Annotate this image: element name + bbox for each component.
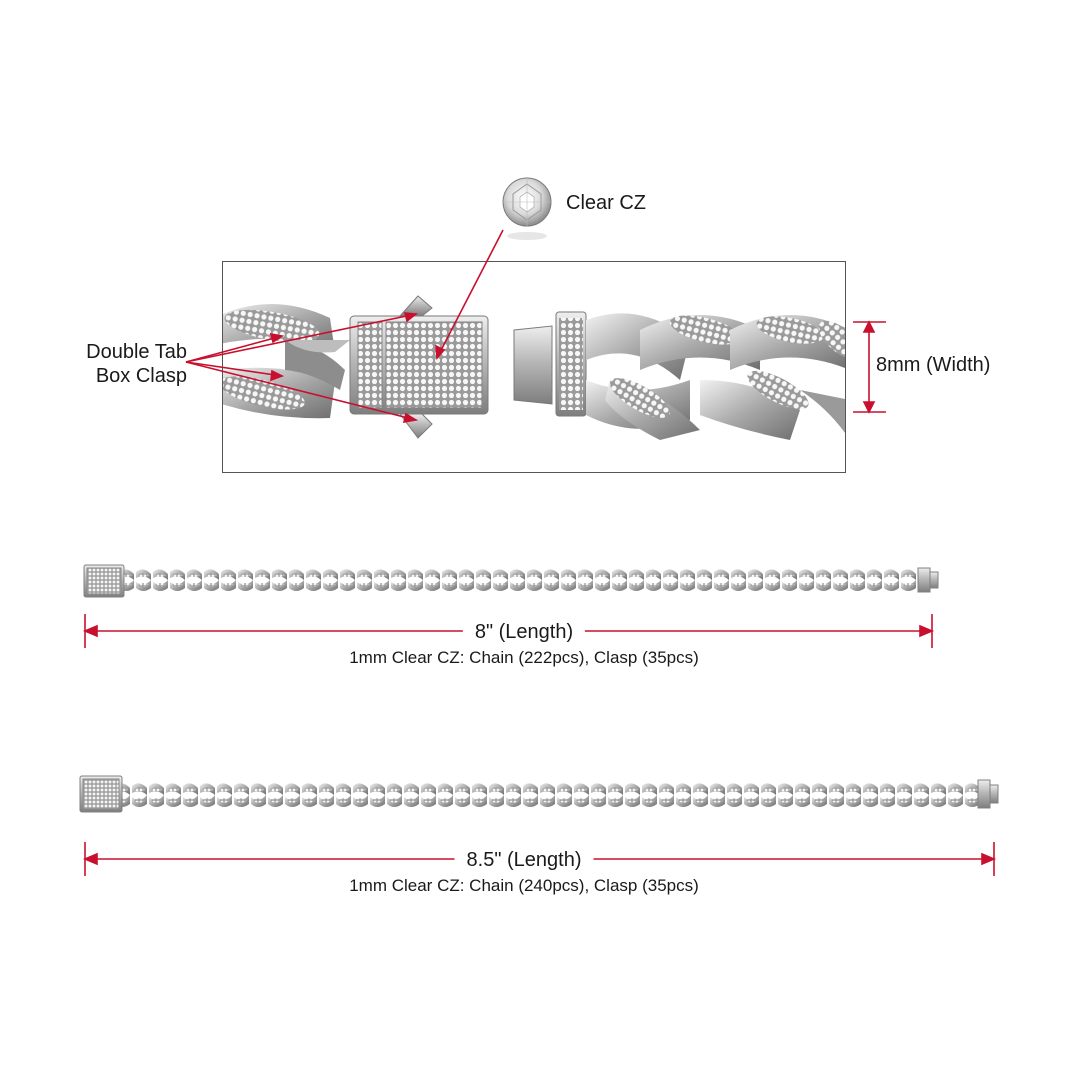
bracelet-8in <box>83 564 939 598</box>
clasp-label-line1: Double Tab <box>86 341 187 363</box>
clasp-label: Double Tab Box Clasp <box>60 340 187 388</box>
callout-leaders <box>185 229 504 423</box>
stone-count-8in: 1mm Clear CZ: Chain (222pcs), Clasp (35p… <box>349 648 699 667</box>
clear-cz-label: Clear CZ <box>566 192 647 214</box>
width-label: 8mm (Width) <box>876 354 991 376</box>
length-label-8in: 8" (Length) <box>462 620 586 644</box>
length-label-8-5in: 8.5" (Length) <box>454 848 594 872</box>
stone-count-8-5in: 1mm Clear CZ: Chain (240pcs), Clasp (35p… <box>349 876 699 895</box>
bracelet-8-5in <box>79 775 999 813</box>
width-dimension <box>853 320 886 414</box>
clasp-closeup <box>223 295 845 440</box>
clasp-label-line2: Box Clasp <box>95 365 187 387</box>
cz-gem-icon <box>502 177 552 240</box>
